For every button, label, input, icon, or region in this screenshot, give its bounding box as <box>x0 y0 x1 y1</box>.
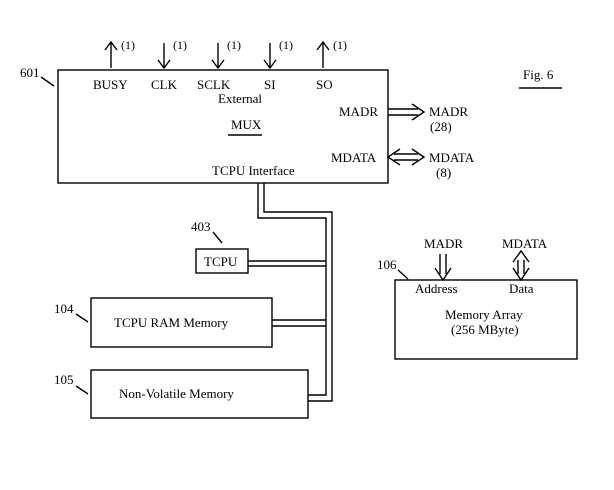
tcpu-label: TCPU <box>204 254 238 269</box>
madr-in-arrow-icon <box>434 254 452 282</box>
tcpu-block <box>195 248 249 274</box>
mux-label: MUX <box>231 117 262 132</box>
sclk-width: (1) <box>227 38 241 52</box>
madr-bus-arrow-icon <box>388 103 426 121</box>
external-label: External <box>218 91 262 106</box>
internal-bus <box>248 183 333 402</box>
mdata-out-label: MDATA <box>429 150 475 165</box>
signal-so: (1) SO <box>316 38 347 92</box>
mdata-in-arrow-icon <box>512 249 530 282</box>
mdata-port-label: MDATA <box>331 150 377 165</box>
tcpu-ram-label: TCPU RAM Memory <box>114 315 229 330</box>
ref-106: 106 <box>377 257 397 272</box>
so-arrowhead-icon <box>316 40 330 51</box>
busy-width: (1) <box>121 38 135 52</box>
clk-arrowhead-icon <box>157 59 171 70</box>
so-label: SO <box>316 77 333 92</box>
signal-sclk: (1) SCLK <box>197 38 241 92</box>
non-volatile-memory-block <box>90 369 309 419</box>
si-arrowhead-icon <box>263 59 277 70</box>
busy-arrowhead-icon <box>104 40 118 51</box>
sclk-label: SCLK <box>197 77 231 92</box>
tcpu-interface-block <box>57 69 389 184</box>
signal-clk: (1) CLK <box>151 38 187 92</box>
clk-label: CLK <box>151 77 178 92</box>
ref-403-leader <box>212 231 223 244</box>
memory-array-size: (256 MByte) <box>451 322 519 337</box>
so-width: (1) <box>333 38 347 52</box>
clk-width: (1) <box>173 38 187 52</box>
ref-106-leader <box>397 269 409 280</box>
ref-601: 601 <box>20 65 40 80</box>
signal-busy: (1) BUSY <box>93 38 135 92</box>
tcpu-ram-memory-block <box>90 297 273 348</box>
mdata-out-width: (8) <box>436 165 451 180</box>
memory-array-label: Memory Array <box>445 307 523 322</box>
data-label: Data <box>509 281 534 296</box>
madr-out-label: MADR <box>429 104 468 119</box>
ref-601-leader <box>40 76 55 87</box>
sclk-arrowhead-icon <box>211 59 225 70</box>
address-label: Address <box>415 281 458 296</box>
si-label: SI <box>264 77 276 92</box>
mdata-bus-arrow-icon <box>386 148 426 166</box>
mdata-in-label: MDATA <box>502 236 548 251</box>
ref-403: 403 <box>191 219 211 234</box>
memory-array-block <box>394 279 578 360</box>
tcpu-interface-title: TCPU Interface <box>212 163 295 178</box>
ref-104-leader <box>75 313 89 323</box>
signal-si: (1) SI <box>263 38 293 92</box>
madr-out-width: (28) <box>430 119 452 134</box>
busy-label: BUSY <box>93 77 128 92</box>
figure-label: Fig. 6 <box>523 67 554 82</box>
ref-105: 105 <box>54 372 74 387</box>
madr-port-label: MADR <box>339 104 378 119</box>
ref-105-leader <box>75 385 89 395</box>
non-volatile-label: Non-Volatile Memory <box>119 386 234 401</box>
ref-104: 104 <box>54 301 74 316</box>
madr-in-label: MADR <box>424 236 463 251</box>
si-width: (1) <box>279 38 293 52</box>
